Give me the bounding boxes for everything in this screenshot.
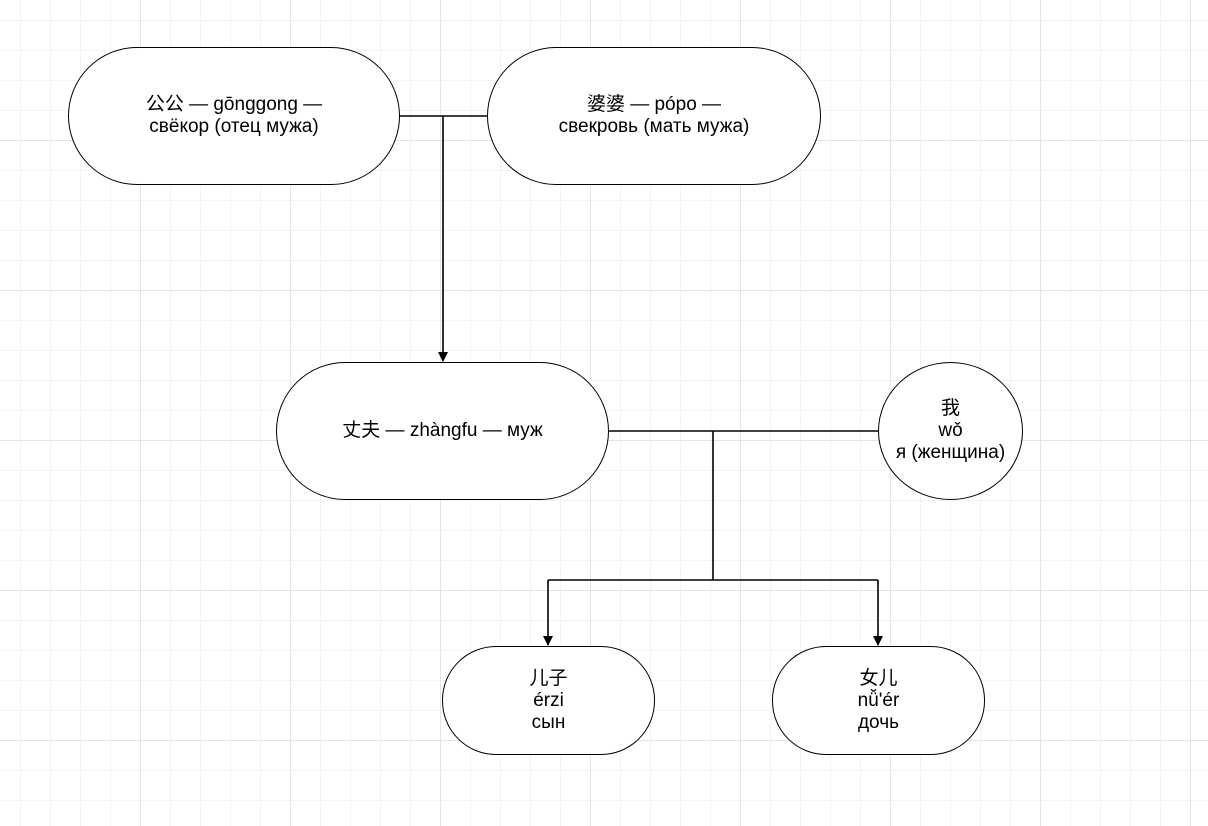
node-erzi-line3: сын bbox=[531, 711, 566, 733]
node-gonggong-line1: 公公 — gōnggong — bbox=[145, 94, 323, 115]
node-popo-line1: 婆婆 — pópo — bbox=[586, 94, 722, 115]
node-popo-line2: свекровь (мать мужа) bbox=[558, 116, 750, 137]
node-wo-line1: 我 bbox=[940, 398, 960, 419]
node-gonggong[interactable]: 公公 — gōnggong — свёкор (отец мужа) bbox=[68, 47, 400, 185]
node-erzi-line1: 儿子 bbox=[529, 667, 568, 689]
node-wo-line3: я (женщина) bbox=[895, 442, 1006, 463]
node-gonggong-line2: свёкор (отец мужа) bbox=[149, 116, 319, 137]
node-zhangfu[interactable]: 丈夫 — zhàngfu — муж bbox=[276, 362, 609, 500]
node-wo-line2: wǒ bbox=[938, 420, 963, 441]
node-wo[interactable]: 我 wǒ я (женщина) bbox=[878, 362, 1023, 500]
node-nuer-line2: nǚ'ér bbox=[857, 689, 900, 711]
node-zhangfu-line1: 丈夫 — zhàngfu — муж bbox=[342, 420, 543, 441]
node-erzi[interactable]: 儿子 érzi сын bbox=[442, 646, 655, 755]
node-popo[interactable]: 婆婆 — pópo — свекровь (мать мужа) bbox=[487, 47, 821, 185]
node-nuer-line3: дочь bbox=[857, 711, 900, 733]
node-nuer[interactable]: 女儿 nǚ'ér дочь bbox=[772, 646, 985, 755]
node-nuer-line1: 女儿 bbox=[859, 667, 898, 689]
node-erzi-line2: érzi bbox=[533, 689, 564, 711]
